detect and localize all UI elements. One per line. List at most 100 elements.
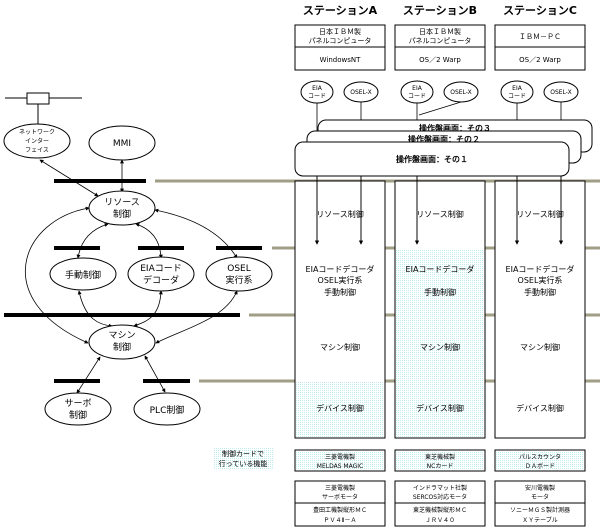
card-name-label: NCカード: [427, 463, 454, 470]
network-interface-label-2: インター: [25, 137, 49, 145]
control-card-shade: [396, 451, 484, 470]
device-control-label: デバイス制御: [516, 403, 564, 413]
osel-label: OSEL-X: [450, 89, 472, 96]
station-title: ステーションC: [503, 4, 577, 17]
hardware-label: ＩＢＭ－ＰＣ: [519, 33, 561, 41]
hardware-label: パネルコンピュータ: [409, 36, 472, 45]
machine-tool-maker-label: 東芝機械製縦形ＭＣ: [413, 506, 467, 514]
resource-control-label: リソース制御: [416, 209, 464, 219]
decoder-label: EIAコードデコーダ: [406, 264, 475, 274]
network-interface-node: [3, 123, 71, 159]
manual-control-label: 手動制御: [424, 287, 456, 297]
machine-control-label: マシン制御: [520, 342, 560, 352]
network-connector: [26, 92, 50, 105]
eia-label: EIA: [412, 85, 423, 92]
machine-label-2: 制御: [113, 341, 131, 353]
network-interface-label-3: フェイス: [25, 147, 49, 154]
os-label: WindowsNT: [320, 56, 361, 64]
card-label-1: 制御カードで: [222, 449, 264, 458]
servo-label-1: サーボ: [64, 398, 91, 409]
eia-decoder-label-1: EIAコード: [140, 264, 182, 274]
decoder-label: EIAコードデコーダ: [506, 264, 575, 274]
card-label-shade: [213, 448, 273, 470]
motor-maker-label: インドラマット社製: [413, 484, 467, 492]
eia-label: EIA: [312, 85, 323, 92]
card-name-label: ＤＡボード: [525, 462, 555, 470]
osel-label-2: 実行系: [225, 274, 252, 286]
resource-label-1: リソース: [104, 198, 140, 208]
servo-label-2: 制御: [69, 409, 87, 421]
shaded-region: [396, 249, 484, 437]
motor-name-label: サーボモータ: [322, 493, 358, 501]
arrow-machine-servo: [76, 356, 101, 394]
arrow-manual-machine: [77, 290, 113, 328]
osel-exec-label: OSEL実行系: [518, 275, 563, 285]
resource-control-label: リソース制御: [516, 209, 564, 219]
arrow-resource-osel: [154, 208, 238, 259]
hardware-label: パネルコンピュータ: [309, 36, 372, 45]
osel-label: OSEL-X: [550, 89, 572, 96]
card-maker-label: 東芝機械製: [425, 453, 455, 461]
network-interface-label-1: ネットワーク: [19, 129, 55, 136]
machine-tool-name-label: ＸＹテーブル: [522, 516, 558, 524]
motor-name-label: SERCOS対応モータ: [413, 493, 467, 501]
arrow-ni-resource: [39, 159, 99, 197]
arrow-eia-machine: [133, 290, 163, 327]
station-title: ステーションB: [403, 4, 477, 17]
plc-node: [133, 392, 201, 426]
eia-label: コード: [508, 93, 526, 100]
card-maker-label: 三菱電機製: [325, 453, 355, 461]
os-label: OS／2 Warp: [419, 56, 461, 64]
motor-name-label: モータ: [531, 493, 549, 501]
arrow-resource-machine: [25, 206, 90, 344]
operation-panel-1: [294, 141, 570, 177]
shaded-region: [296, 382, 384, 437]
stations: ステーションA日本ＩＢＭ製パネルコンピュータWindowsNTEIAコードOSE…: [294, 4, 586, 527]
machine-tool-maker-label: 豊田工機製縦形ＭＣ: [313, 506, 367, 514]
layer-column: [494, 180, 586, 439]
motor-maker-label: 安川電機製: [525, 484, 555, 492]
hardware-label: 日本ＩＢＭ製: [319, 27, 361, 36]
os-label: OS／2 Warp: [519, 56, 561, 64]
osel-merge-line: [418, 101, 462, 116]
osel-exec-label: OSEL実行系: [318, 275, 363, 285]
machine-label-1: マシン: [108, 331, 135, 341]
eia-label: コード: [408, 93, 426, 100]
arrow-resource-eia: [135, 223, 163, 259]
resource-control-label: リソース制御: [316, 209, 364, 219]
osel-label-1: OSEL: [227, 264, 251, 274]
hardware-label: 日本ＩＢＭ製: [419, 27, 461, 36]
manual-node: [49, 257, 117, 291]
operation-panel-label: 操作盤画面：その１: [396, 154, 468, 164]
decoder-label: EIAコードデコーダ: [306, 264, 375, 274]
machine-tool-name-label: ＰＶ４Ⅱ－Ａ: [324, 517, 357, 524]
station-title: ステーションA: [303, 4, 378, 17]
operation-panel-label: 操作盤画面：その３: [419, 123, 491, 133]
servo-node: [44, 392, 112, 426]
osel-node: [205, 256, 273, 292]
machine-tool-maker-label: ソニーＭＧＳ製計測器: [510, 506, 570, 514]
resource-label-2: 制御: [113, 208, 131, 220]
card-label-2: 行っている機能: [219, 459, 268, 468]
eia-decoder-label-2: デコーダ: [143, 274, 179, 286]
plc-label: PLC制御: [150, 404, 185, 416]
motor-maker-label: 三菱電機製: [325, 484, 355, 492]
machine-node: [88, 324, 156, 360]
device-control-label: デバイス制御: [316, 403, 364, 413]
arrow-machine-plc: [144, 355, 166, 393]
operation-panel-label: 操作盤画面：その２: [408, 134, 480, 144]
card-name-label: MELDAS MAGIC: [317, 463, 363, 470]
manual-label: 手動制御: [65, 269, 101, 281]
arrow-osel-machine: [155, 290, 238, 344]
eia-label: コード: [308, 93, 326, 100]
eia-label: EIA: [512, 85, 523, 92]
arrow-resource-manual: [76, 223, 109, 259]
manual-control-label: 手動制御: [324, 287, 356, 297]
machine-control-label: マシン制御: [320, 342, 360, 352]
control-card-shade: [296, 451, 384, 470]
